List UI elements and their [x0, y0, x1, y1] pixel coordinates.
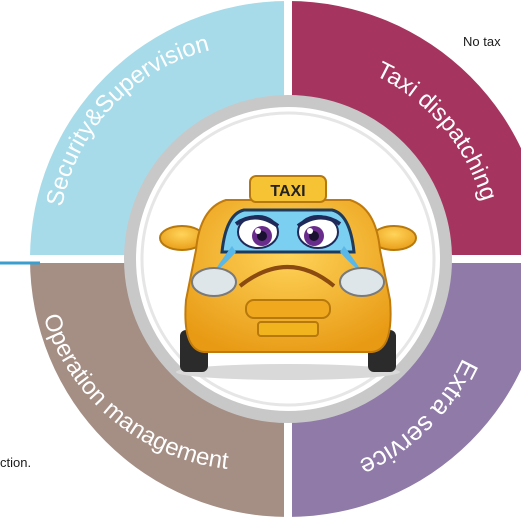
segment-extra-service[interactable]	[288, 259, 521, 517]
frown-mouth	[238, 265, 336, 288]
car-grille	[245, 299, 331, 319]
side-note-right: No tax	[463, 34, 501, 49]
license-plate	[257, 321, 319, 337]
taxi-sign-text: TAXI	[270, 183, 305, 200]
sad-eyelid-right	[296, 215, 342, 228]
sad-eyelid-left	[234, 215, 280, 228]
left-headlight	[191, 267, 237, 297]
tear-left	[214, 246, 236, 272]
right-headlight	[339, 267, 385, 297]
inner-ring	[124, 95, 452, 423]
segment-security-supervision[interactable]	[30, 1, 288, 259]
side-note-left: ction.	[0, 455, 32, 470]
tear-right	[340, 246, 362, 272]
segment-taxi-dispatching[interactable]	[288, 1, 521, 259]
taxi-roof-sign	[249, 175, 327, 203]
segment-operation-management[interactable]	[30, 259, 288, 517]
sad-taxi-icon: TAXI	[159, 175, 417, 380]
